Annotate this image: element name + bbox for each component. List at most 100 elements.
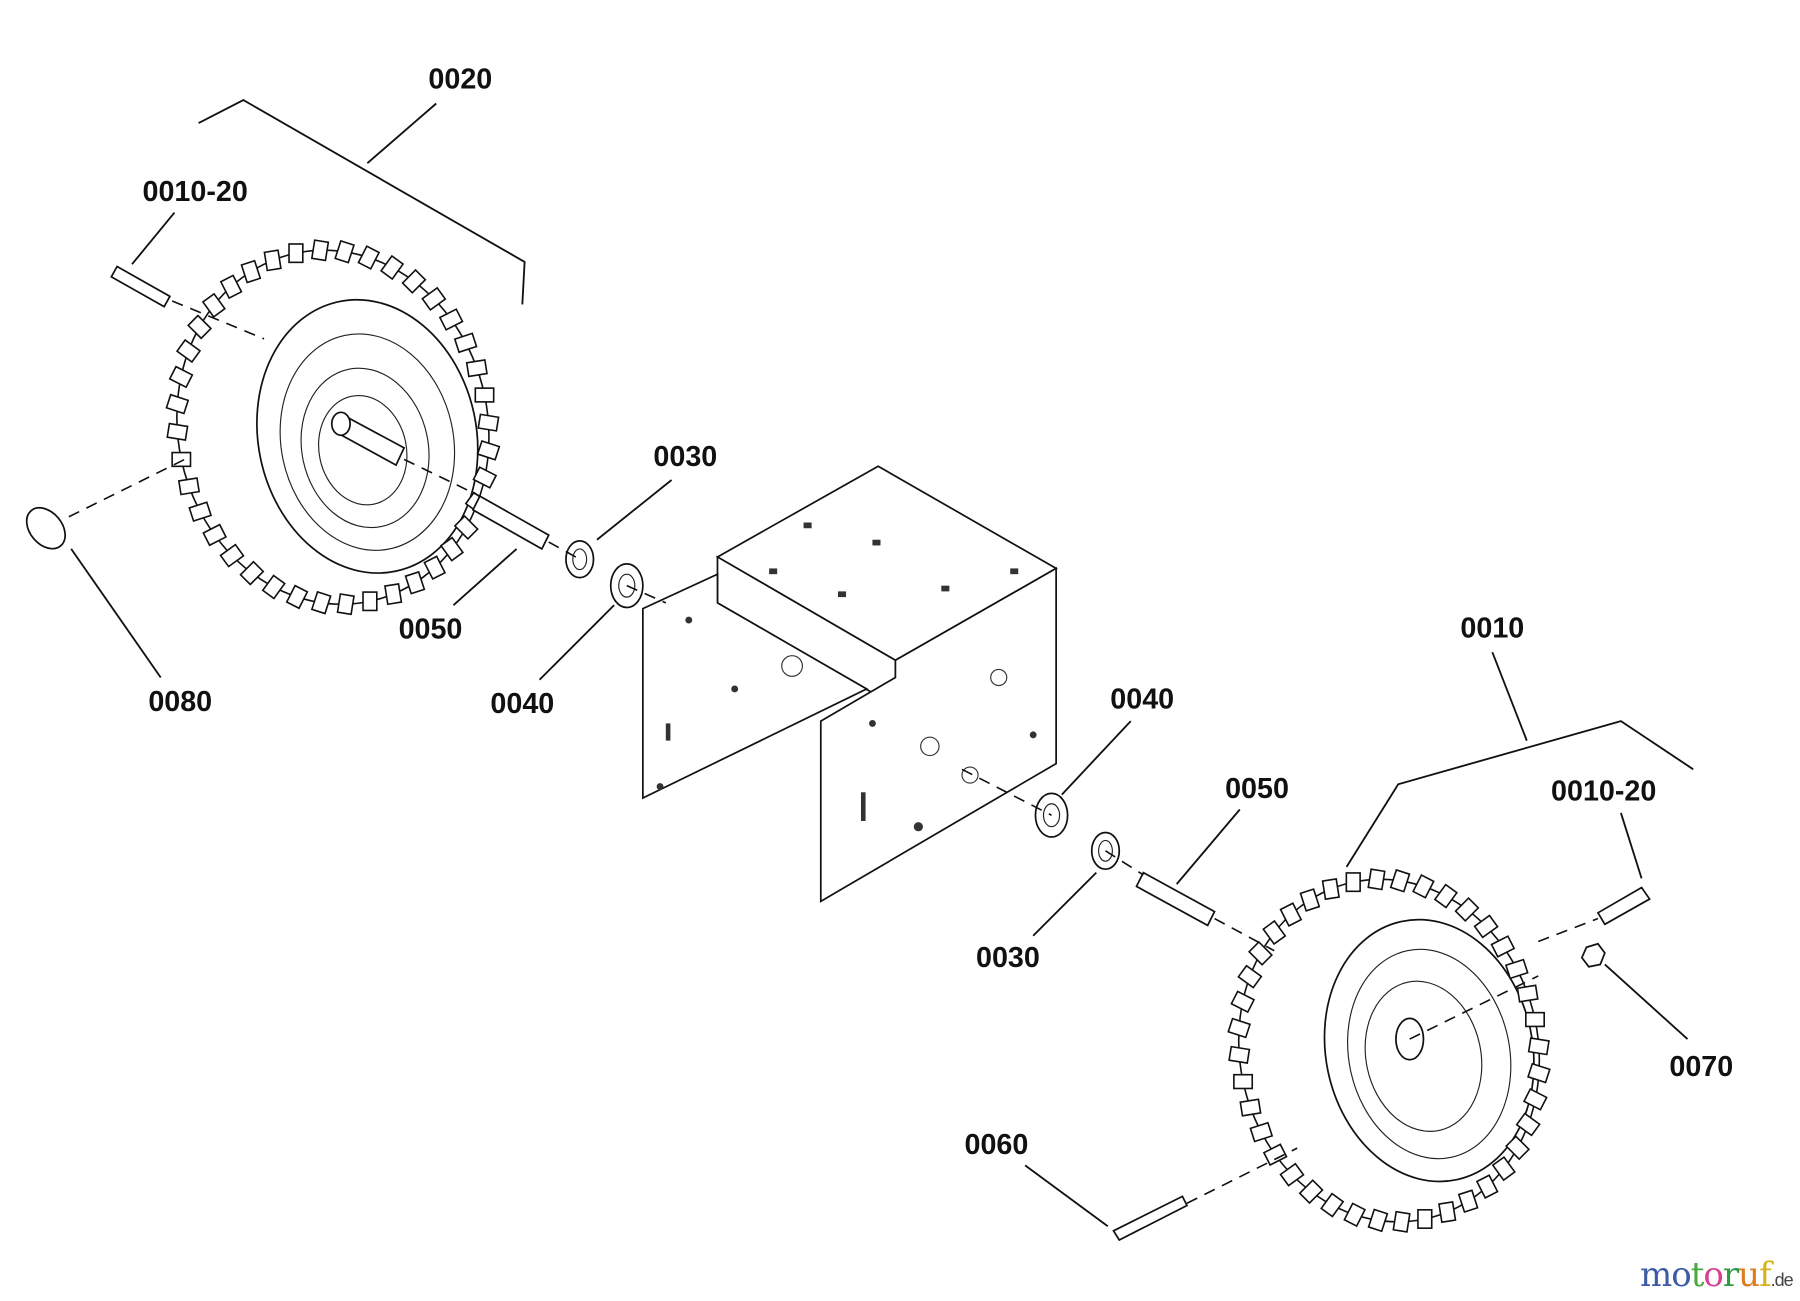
tire-tread-block	[175, 338, 202, 364]
tire-tread-block	[1262, 1143, 1288, 1167]
callout-0020: 0020	[428, 64, 492, 96]
watermark-letter: o	[1671, 1255, 1692, 1295]
tire-tread-block	[1522, 1087, 1548, 1111]
callout-0070: 0070	[1669, 1051, 1733, 1083]
watermark-letter: u	[1738, 1255, 1760, 1295]
tire-tread-block	[453, 332, 478, 354]
tire-tread-block	[1343, 1202, 1367, 1228]
tire-tread-block	[1515, 1112, 1541, 1137]
tire-tread-block	[187, 314, 213, 340]
tire-tread-block	[1320, 1192, 1345, 1218]
tire-tread-block	[423, 555, 447, 581]
watermark-letter: o	[1703, 1255, 1724, 1295]
tire-tread-block	[1392, 1210, 1411, 1233]
tire-tread-block	[1367, 868, 1386, 891]
tire-tread-block	[1237, 964, 1263, 989]
tire-tread-block	[384, 583, 403, 606]
tire-tread-block	[240, 259, 262, 284]
tire-tread-block	[202, 523, 228, 547]
tire-tread-block	[472, 466, 498, 489]
tire-tread-block	[1247, 940, 1273, 966]
tire-tread-block	[1433, 883, 1458, 909]
tire-tread-block	[288, 243, 304, 264]
tire-tread-block	[1321, 877, 1340, 901]
tire-tread-block	[219, 274, 243, 300]
tire-tread-block	[261, 574, 286, 600]
tire-tread-block	[188, 501, 213, 523]
tire-tread-block	[1298, 1179, 1324, 1205]
tire-tread-block	[465, 359, 488, 378]
callout-0010: 0010	[1460, 612, 1524, 644]
tire-tread-block	[1389, 868, 1411, 893]
tire-tread-block	[362, 591, 378, 612]
tire-tread-block	[1345, 872, 1361, 893]
tire-tread-block	[1233, 1073, 1254, 1090]
tire-tread-block	[310, 590, 332, 615]
leader-lines	[70, 99, 1694, 1227]
tire-tread-block	[219, 543, 245, 568]
small-parts	[25, 265, 1651, 1242]
tire-tread-block	[1249, 1121, 1274, 1143]
tire-tread-block	[1438, 1200, 1457, 1224]
tire-tread-block	[201, 292, 226, 318]
tire-tread-block	[1279, 1162, 1305, 1187]
tire-tread-block	[336, 593, 355, 616]
tire-tread-block	[1505, 1135, 1531, 1161]
tire-tread-block	[453, 515, 479, 541]
right-wheel	[1237, 878, 1541, 1223]
motoruf-watermark-logo: motoruf.de	[1640, 1255, 1794, 1295]
axle-frame	[641, 465, 1058, 903]
tire-tread-block	[379, 254, 405, 281]
tire-tread-block	[1457, 1189, 1479, 1214]
callout-0040-left: 0040	[490, 688, 554, 720]
tire-tread-block	[239, 560, 265, 586]
tire-tread-block	[177, 477, 201, 496]
tire-tread-block	[1527, 1037, 1550, 1056]
tire-tread-block	[1516, 984, 1539, 1003]
tire-tread-block	[421, 286, 447, 311]
tire-tread-block	[166, 422, 189, 441]
tire-tread-block	[1367, 1208, 1389, 1233]
watermark-letter: t	[1690, 1255, 1705, 1295]
watermark-suffix: .de	[1770, 1270, 1794, 1290]
tire-tread-block	[168, 365, 194, 389]
tire-tread-block	[1525, 1011, 1545, 1028]
left-wheel	[176, 249, 490, 606]
callout-0080: 0080	[148, 686, 212, 718]
callout-0050-left: 0050	[399, 613, 463, 645]
tire-tread-block	[1239, 1098, 1262, 1117]
tire-tread-block	[1504, 958, 1529, 980]
tire-tread-block	[165, 393, 190, 415]
tire-tread-block	[1279, 902, 1303, 927]
tire-tread-block	[1454, 897, 1480, 923]
tire-tread-block	[1491, 1155, 1516, 1182]
tire-tread-block	[1230, 990, 1256, 1014]
tire-tread-block	[401, 268, 427, 294]
tire-tread-block	[310, 239, 330, 262]
tire-tread-block	[1473, 914, 1499, 939]
tire-tread-block	[1228, 1045, 1251, 1065]
watermark-letter: r	[1722, 1255, 1739, 1295]
tire-tread-block	[1299, 888, 1321, 912]
tire-tread-block	[1227, 1017, 1252, 1039]
tire-tread-block	[474, 387, 495, 403]
callout-0040-right: 0040	[1110, 683, 1174, 715]
callout-0030-bottom: 0030	[976, 942, 1040, 974]
callout-0010-20-right: 0010-20	[1551, 775, 1656, 807]
callout-0060: 0060	[965, 1129, 1029, 1161]
tire-tread-block	[477, 413, 500, 432]
assembly-lines	[68, 300, 1599, 1204]
tire-tread-block	[476, 439, 501, 461]
tire-tread-block	[404, 570, 426, 595]
tire-tread-block	[1417, 1209, 1433, 1229]
tire-tread-block	[1490, 935, 1516, 958]
watermark-letter: m	[1640, 1255, 1672, 1295]
tire-tread-block	[357, 245, 381, 270]
tire-tread-block	[1412, 874, 1435, 899]
callout-0010-20-left: 0010-20	[143, 176, 248, 208]
tire-tread-block	[1475, 1174, 1499, 1199]
tire-tread-block	[285, 584, 309, 610]
tire-tread-block	[1262, 919, 1287, 946]
callout-0030-top: 0030	[653, 441, 717, 473]
